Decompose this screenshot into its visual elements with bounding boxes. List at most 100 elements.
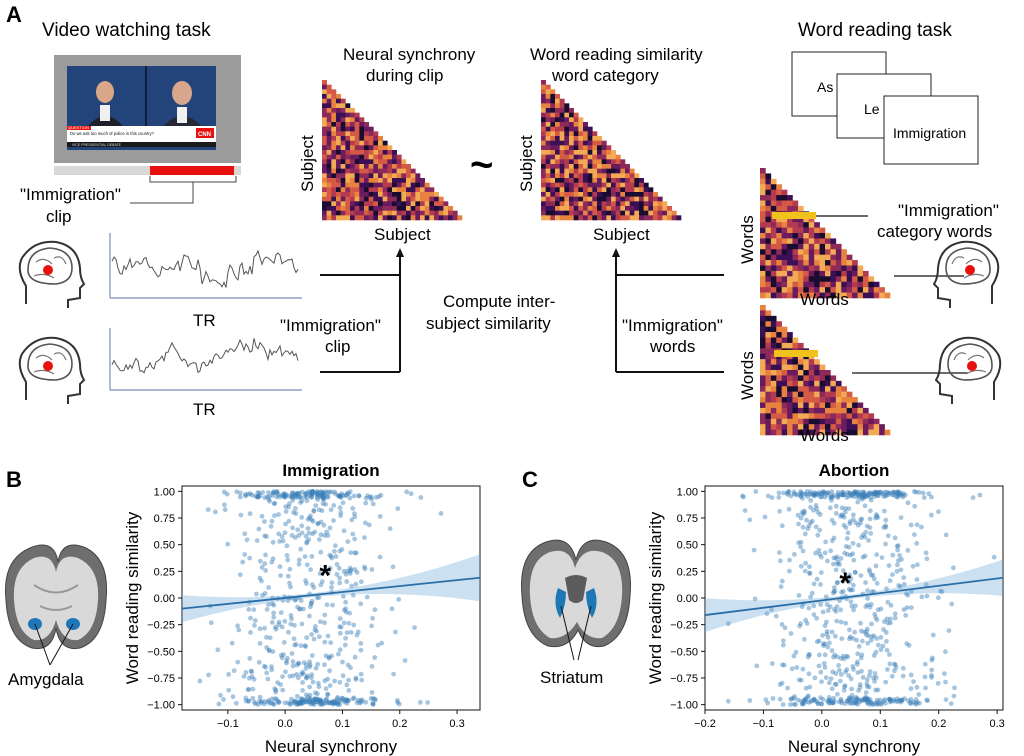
scatter-point <box>301 606 306 612</box>
words-ylabel-top: Words <box>738 215 757 264</box>
words-bottom-matrix-cell <box>770 337 777 344</box>
words-bottom-matrix-cell <box>868 413 875 420</box>
scatter-point <box>923 550 929 556</box>
amygdala-label: Amygdala <box>8 670 84 689</box>
word-matrix-cell <box>559 126 565 132</box>
scatter-point <box>851 701 857 706</box>
scatter-point <box>843 669 848 675</box>
scatter-point <box>883 679 889 685</box>
words-top-matrix-cell <box>835 254 842 261</box>
word-matrix-cell <box>555 182 560 188</box>
scatter-point <box>325 533 331 538</box>
scatter-point <box>332 489 337 495</box>
neural-matrix-cell <box>350 215 355 221</box>
scatter-point <box>796 593 802 598</box>
scatter-point <box>396 597 402 602</box>
words-top-matrix-cell <box>787 287 793 293</box>
neural-matrix-cell <box>354 173 360 179</box>
scatter-point <box>281 491 287 497</box>
scatter-point <box>868 700 874 705</box>
words-top-matrix-cell <box>792 243 799 250</box>
scatter-point <box>852 629 858 635</box>
scatter-point <box>352 567 358 572</box>
scatter-point <box>321 493 327 498</box>
scatter-point <box>347 568 353 574</box>
words-top-matrix-cell <box>862 281 869 288</box>
scatter-point <box>346 698 351 703</box>
scatter-point <box>325 699 331 705</box>
scatter-point <box>804 489 810 494</box>
scatter-point <box>298 494 303 500</box>
scatter-point <box>740 493 745 499</box>
words-top-matrix-cell <box>760 211 766 218</box>
scatter-point <box>263 664 268 670</box>
scatter-point <box>299 696 305 702</box>
scatter-point <box>298 500 303 505</box>
scatter-point <box>334 696 340 701</box>
scatter-point <box>873 615 878 620</box>
word-matrix-cell <box>573 126 579 132</box>
scatter-point <box>800 511 806 517</box>
neural-matrix-cell <box>415 173 421 179</box>
scatter-point <box>254 591 259 597</box>
region-marker <box>967 361 977 371</box>
word-matrix-cell <box>601 178 607 183</box>
neural-matrix-cell <box>326 164 332 169</box>
word-matrix-cell <box>625 210 630 216</box>
neural-matrix-cell <box>392 150 397 155</box>
scatter-point <box>860 638 865 644</box>
scatter-point <box>912 503 918 509</box>
scatter-point <box>252 493 258 499</box>
scatter-point <box>329 653 334 659</box>
scatter-point <box>868 531 874 536</box>
scatter-point <box>332 678 337 684</box>
scatter-point <box>929 512 934 518</box>
words-bottom-matrix-cell <box>835 418 842 425</box>
word-matrix-cell <box>620 210 626 216</box>
x-tick-label: 0.2 <box>931 718 946 730</box>
scatter-point <box>822 550 828 556</box>
scatter-point <box>262 519 267 524</box>
word-matrix-cell <box>555 196 560 202</box>
scatter-point <box>229 640 235 646</box>
scatter-point <box>883 523 888 529</box>
neural-matrix-cell <box>336 136 341 141</box>
scatter-point <box>793 649 799 655</box>
scatter-point <box>865 696 870 701</box>
scatter-point <box>331 698 336 704</box>
scatter-point <box>935 681 941 686</box>
scatter-point <box>314 493 320 499</box>
word-matrix-cell <box>634 173 640 179</box>
scatter-point <box>886 490 892 496</box>
scatter-point <box>856 495 862 501</box>
scatter-point <box>390 564 396 570</box>
scatter-point <box>323 700 329 706</box>
scatter-point <box>297 606 303 612</box>
scatter-point <box>257 641 263 646</box>
neural-matrix-cell <box>345 154 351 160</box>
scatter-point <box>299 523 305 529</box>
scatter-point <box>824 631 830 637</box>
words-bottom-matrix-cell <box>760 391 766 398</box>
scatter-point <box>786 489 792 494</box>
neural-matrix-cell <box>434 192 439 197</box>
scatter-point <box>350 592 356 598</box>
scatter-point <box>307 684 312 690</box>
words-bottom-matrix-cell <box>819 418 826 425</box>
word-matrix-cell <box>555 187 560 193</box>
scatter-point <box>791 653 797 659</box>
scatter-point <box>287 702 293 707</box>
scatter-point <box>262 699 268 704</box>
neural-matrix-cell <box>382 168 388 174</box>
scatter-point <box>835 691 840 697</box>
scatter-point <box>895 543 901 549</box>
word-matrix-cell <box>578 164 584 169</box>
word-matrix-cell <box>545 94 551 99</box>
neural-matrix-cell <box>340 196 346 202</box>
scatter-point <box>230 694 236 700</box>
scatter-point <box>843 506 848 511</box>
scatter-point <box>832 698 837 704</box>
neural-matrix-cell <box>354 178 360 183</box>
words-top-matrix-cell <box>770 292 777 299</box>
word-matrix-cell <box>578 210 584 216</box>
